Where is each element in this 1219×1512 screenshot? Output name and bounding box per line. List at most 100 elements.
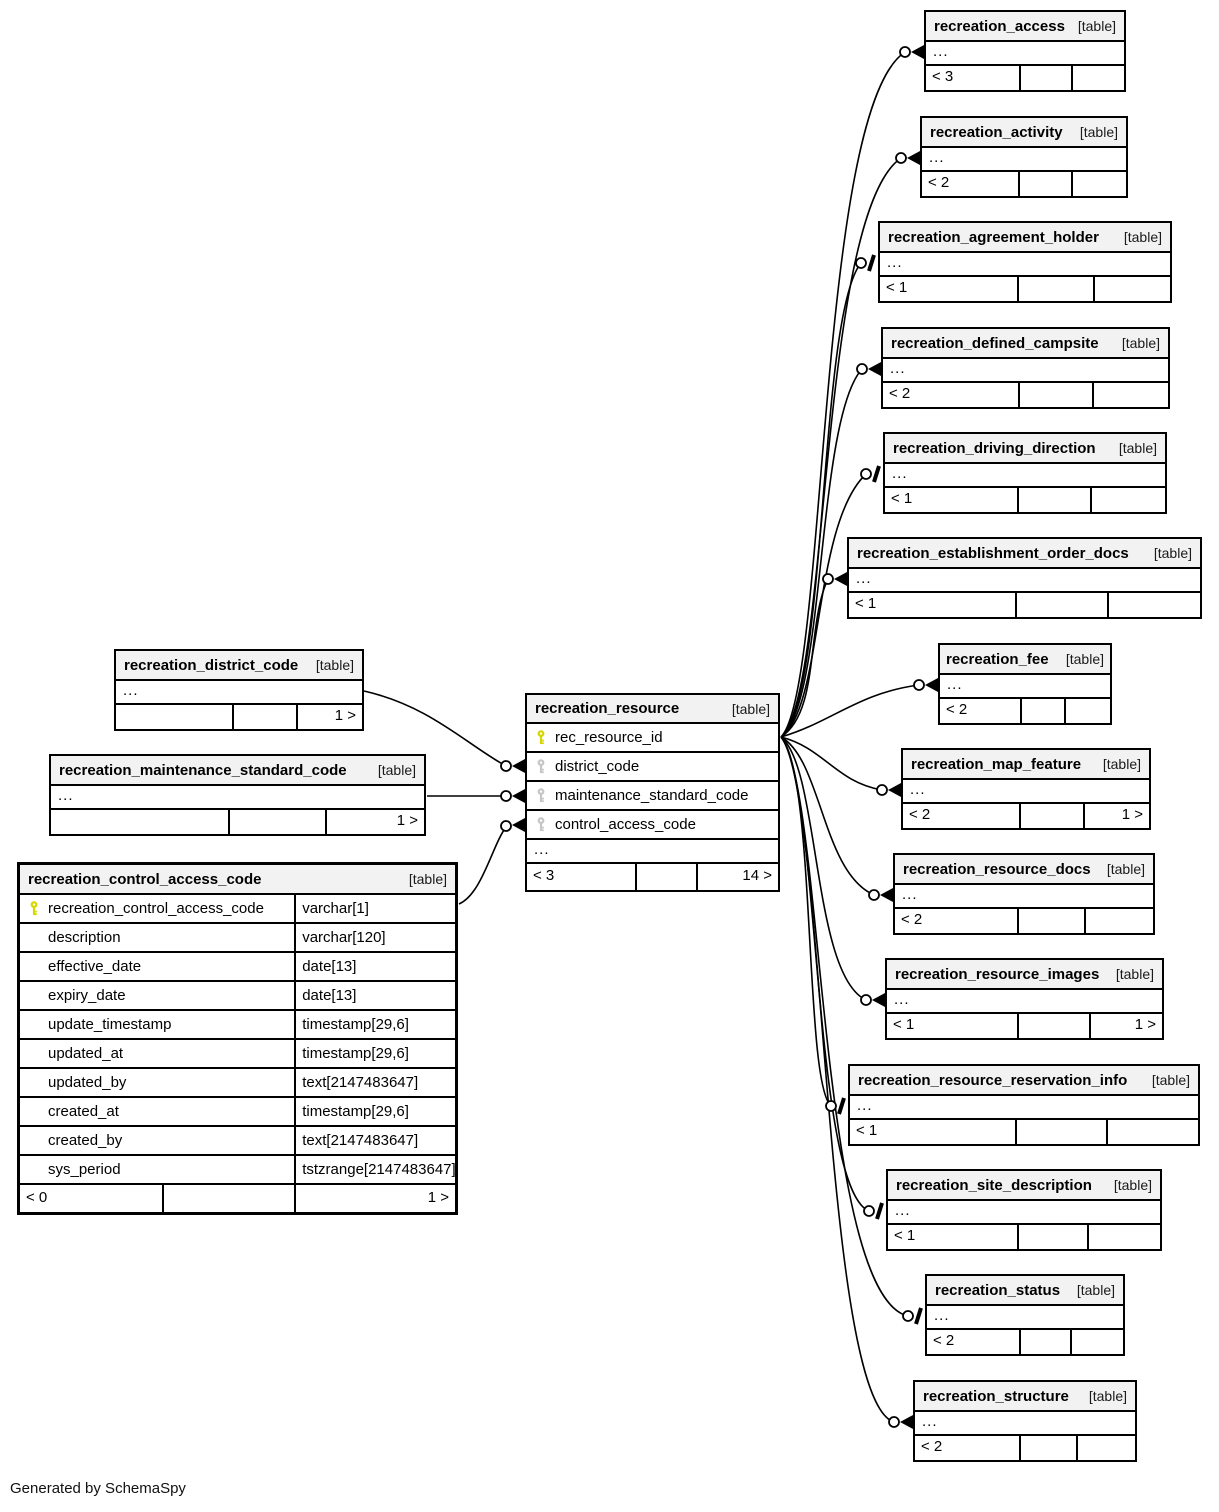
footer-spacer	[1017, 1120, 1108, 1144]
table-recreation_maintenance_standard_code[interactable]: recreation_maintenance_standard_code [ta…	[49, 754, 426, 836]
column-row: created_by text[2147483647]	[20, 1127, 455, 1156]
table-recreation_structure[interactable]: recreation_structure[table] ... < 2	[913, 1380, 1137, 1462]
table-name: recreation_structure	[923, 1387, 1069, 1405]
footer-right-count	[1094, 383, 1168, 407]
column-name: description	[48, 929, 121, 946]
column-row: updated_by text[2147483647]	[20, 1069, 455, 1098]
table-type-label: [table]	[1106, 861, 1145, 877]
footer-left-count	[51, 810, 231, 834]
table-header: recreation_site_description[table]	[888, 1171, 1160, 1201]
table-recreation_site_description[interactable]: recreation_site_description[table] ... <…	[886, 1169, 1162, 1251]
primary-key-icon	[534, 730, 548, 745]
column-name: expiry_date	[48, 987, 126, 1004]
table-type-label: [table]	[1153, 545, 1192, 561]
footer-left-count: < 3	[527, 864, 638, 890]
columns-ellipsis: ...	[927, 1306, 1123, 1330]
column-name: created_by	[48, 1132, 123, 1149]
footer-spacer	[234, 705, 299, 729]
column-name: sys_period	[48, 1161, 121, 1178]
footer-right-count	[1078, 1436, 1135, 1460]
table-recreation_status[interactable]: recreation_status[table] ... < 2	[925, 1274, 1125, 1356]
table-recreation_resource_images[interactable]: recreation_resource_images[table] ... < …	[885, 958, 1164, 1040]
column-row: sys_period tstzrange[2147483647]	[20, 1156, 455, 1185]
table-footer: < 2	[922, 172, 1126, 196]
table-footer: < 1	[849, 593, 1200, 617]
table-recreation_access[interactable]: recreation_access[table] ... < 3	[924, 10, 1126, 92]
foreign-key-icon	[534, 788, 548, 803]
footer-right-count: 14 >	[742, 867, 772, 884]
footer-right-count: 1 >	[1121, 806, 1143, 823]
table-name: recreation_defined_campsite	[891, 334, 1099, 352]
no-key-spacer	[27, 1017, 41, 1032]
footer-right-count: 1 >	[1134, 1016, 1156, 1033]
footer-left-count: < 1	[849, 593, 1018, 617]
column-type: text[2147483647]	[302, 1132, 419, 1149]
table-header: recreation_resource_images[table]	[887, 960, 1162, 990]
table-recreation_activity[interactable]: recreation_activity[table] ... < 2	[920, 116, 1128, 198]
footer-left-count: < 2	[895, 909, 1019, 933]
table-footer: < 2	[940, 699, 1110, 723]
column-type: tstzrange[2147483647]	[302, 1161, 455, 1178]
table-recreation_resource[interactable]: recreation_resource [table] rec_resource…	[525, 693, 780, 892]
columns-ellipsis: ...	[116, 681, 362, 705]
table-recreation_establishment_order_docs[interactable]: recreation_establishment_order_docs[tabl…	[847, 537, 1202, 619]
footer-spacer	[1017, 593, 1109, 617]
columns-ellipsis: ...	[849, 569, 1200, 593]
footer-left-count: < 1	[880, 277, 1020, 301]
footer-spacer	[1021, 1436, 1078, 1460]
footer-spacer	[1022, 699, 1066, 723]
table-name: recreation_control_access_code	[28, 870, 262, 888]
column-type: timestamp[29,6]	[302, 1045, 409, 1062]
column-row: update_timestamp timestamp[29,6]	[20, 1011, 455, 1040]
footer-spacer	[1019, 277, 1095, 301]
table-recreation_resource_docs[interactable]: recreation_resource_docs[table] ... < 2	[893, 853, 1155, 935]
table-type-label: [table]	[1151, 1072, 1190, 1088]
table-recreation_agreement_holder[interactable]: recreation_agreement_holder[table] ... <…	[878, 221, 1172, 303]
footer-left-count: < 1	[885, 488, 1020, 512]
table-recreation_control_access_code[interactable]: recreation_control_access_code [table] r…	[17, 862, 458, 1215]
table-recreation_resource_reservation_info[interactable]: recreation_resource_reservation_info[tab…	[848, 1064, 1200, 1146]
table-name: recreation_district_code	[124, 656, 299, 674]
columns-ellipsis: ...	[883, 359, 1168, 383]
footer-left-count: < 3	[926, 66, 1022, 90]
column-row: rec_resource_id	[527, 724, 778, 753]
column-row: maintenance_standard_code	[527, 782, 778, 811]
footer-spacer	[1021, 1330, 1073, 1354]
columns-ellipsis: ...	[940, 675, 1110, 699]
footer-spacer	[1021, 66, 1073, 90]
columns-ellipsis: ...	[895, 885, 1153, 909]
footer-right-count: 1 >	[396, 812, 418, 829]
column-row: district_code	[527, 753, 778, 782]
foreign-key-icon	[534, 759, 548, 774]
column-name: updated_at	[48, 1045, 124, 1062]
table-recreation_defined_campsite[interactable]: recreation_defined_campsite[table] ... <…	[881, 327, 1170, 409]
table-header: recreation_driving_direction[table]	[885, 434, 1165, 464]
table-footer: < 2	[895, 909, 1153, 933]
footer-spacer	[1020, 383, 1094, 407]
table-recreation_fee[interactable]: recreation_fee[table] ... < 2	[938, 643, 1112, 725]
column-row: recreation_control_access_code varchar[1…	[20, 895, 455, 924]
table-recreation_district_code[interactable]: recreation_district_code [table] ... 1 >	[114, 649, 364, 731]
table-recreation_driving_direction[interactable]: recreation_driving_direction[table] ... …	[883, 432, 1167, 514]
column-name: recreation_control_access_code	[48, 900, 264, 917]
table-footer: < 1	[880, 277, 1170, 301]
table-type-label: [table]	[1077, 18, 1116, 34]
table-type-label: [table]	[731, 700, 770, 717]
columns-ellipsis: ...	[885, 464, 1165, 488]
column-row: updated_at timestamp[29,6]	[20, 1040, 455, 1069]
footer-spacer	[1021, 804, 1086, 828]
footer-left-count: < 2	[940, 699, 1022, 723]
footer-right-count: 1 >	[334, 707, 356, 724]
columns-ellipsis: ...	[915, 1412, 1135, 1436]
table-type-label: [table]	[1079, 124, 1118, 140]
column-name: control_access_code	[555, 816, 696, 833]
table-type-label: [table]	[1076, 1282, 1115, 1298]
column-name: update_timestamp	[48, 1016, 172, 1033]
footer-left-count: < 2	[922, 172, 1020, 196]
table-name: recreation_site_description	[896, 1176, 1092, 1194]
table-type-label: [table]	[1065, 651, 1104, 667]
